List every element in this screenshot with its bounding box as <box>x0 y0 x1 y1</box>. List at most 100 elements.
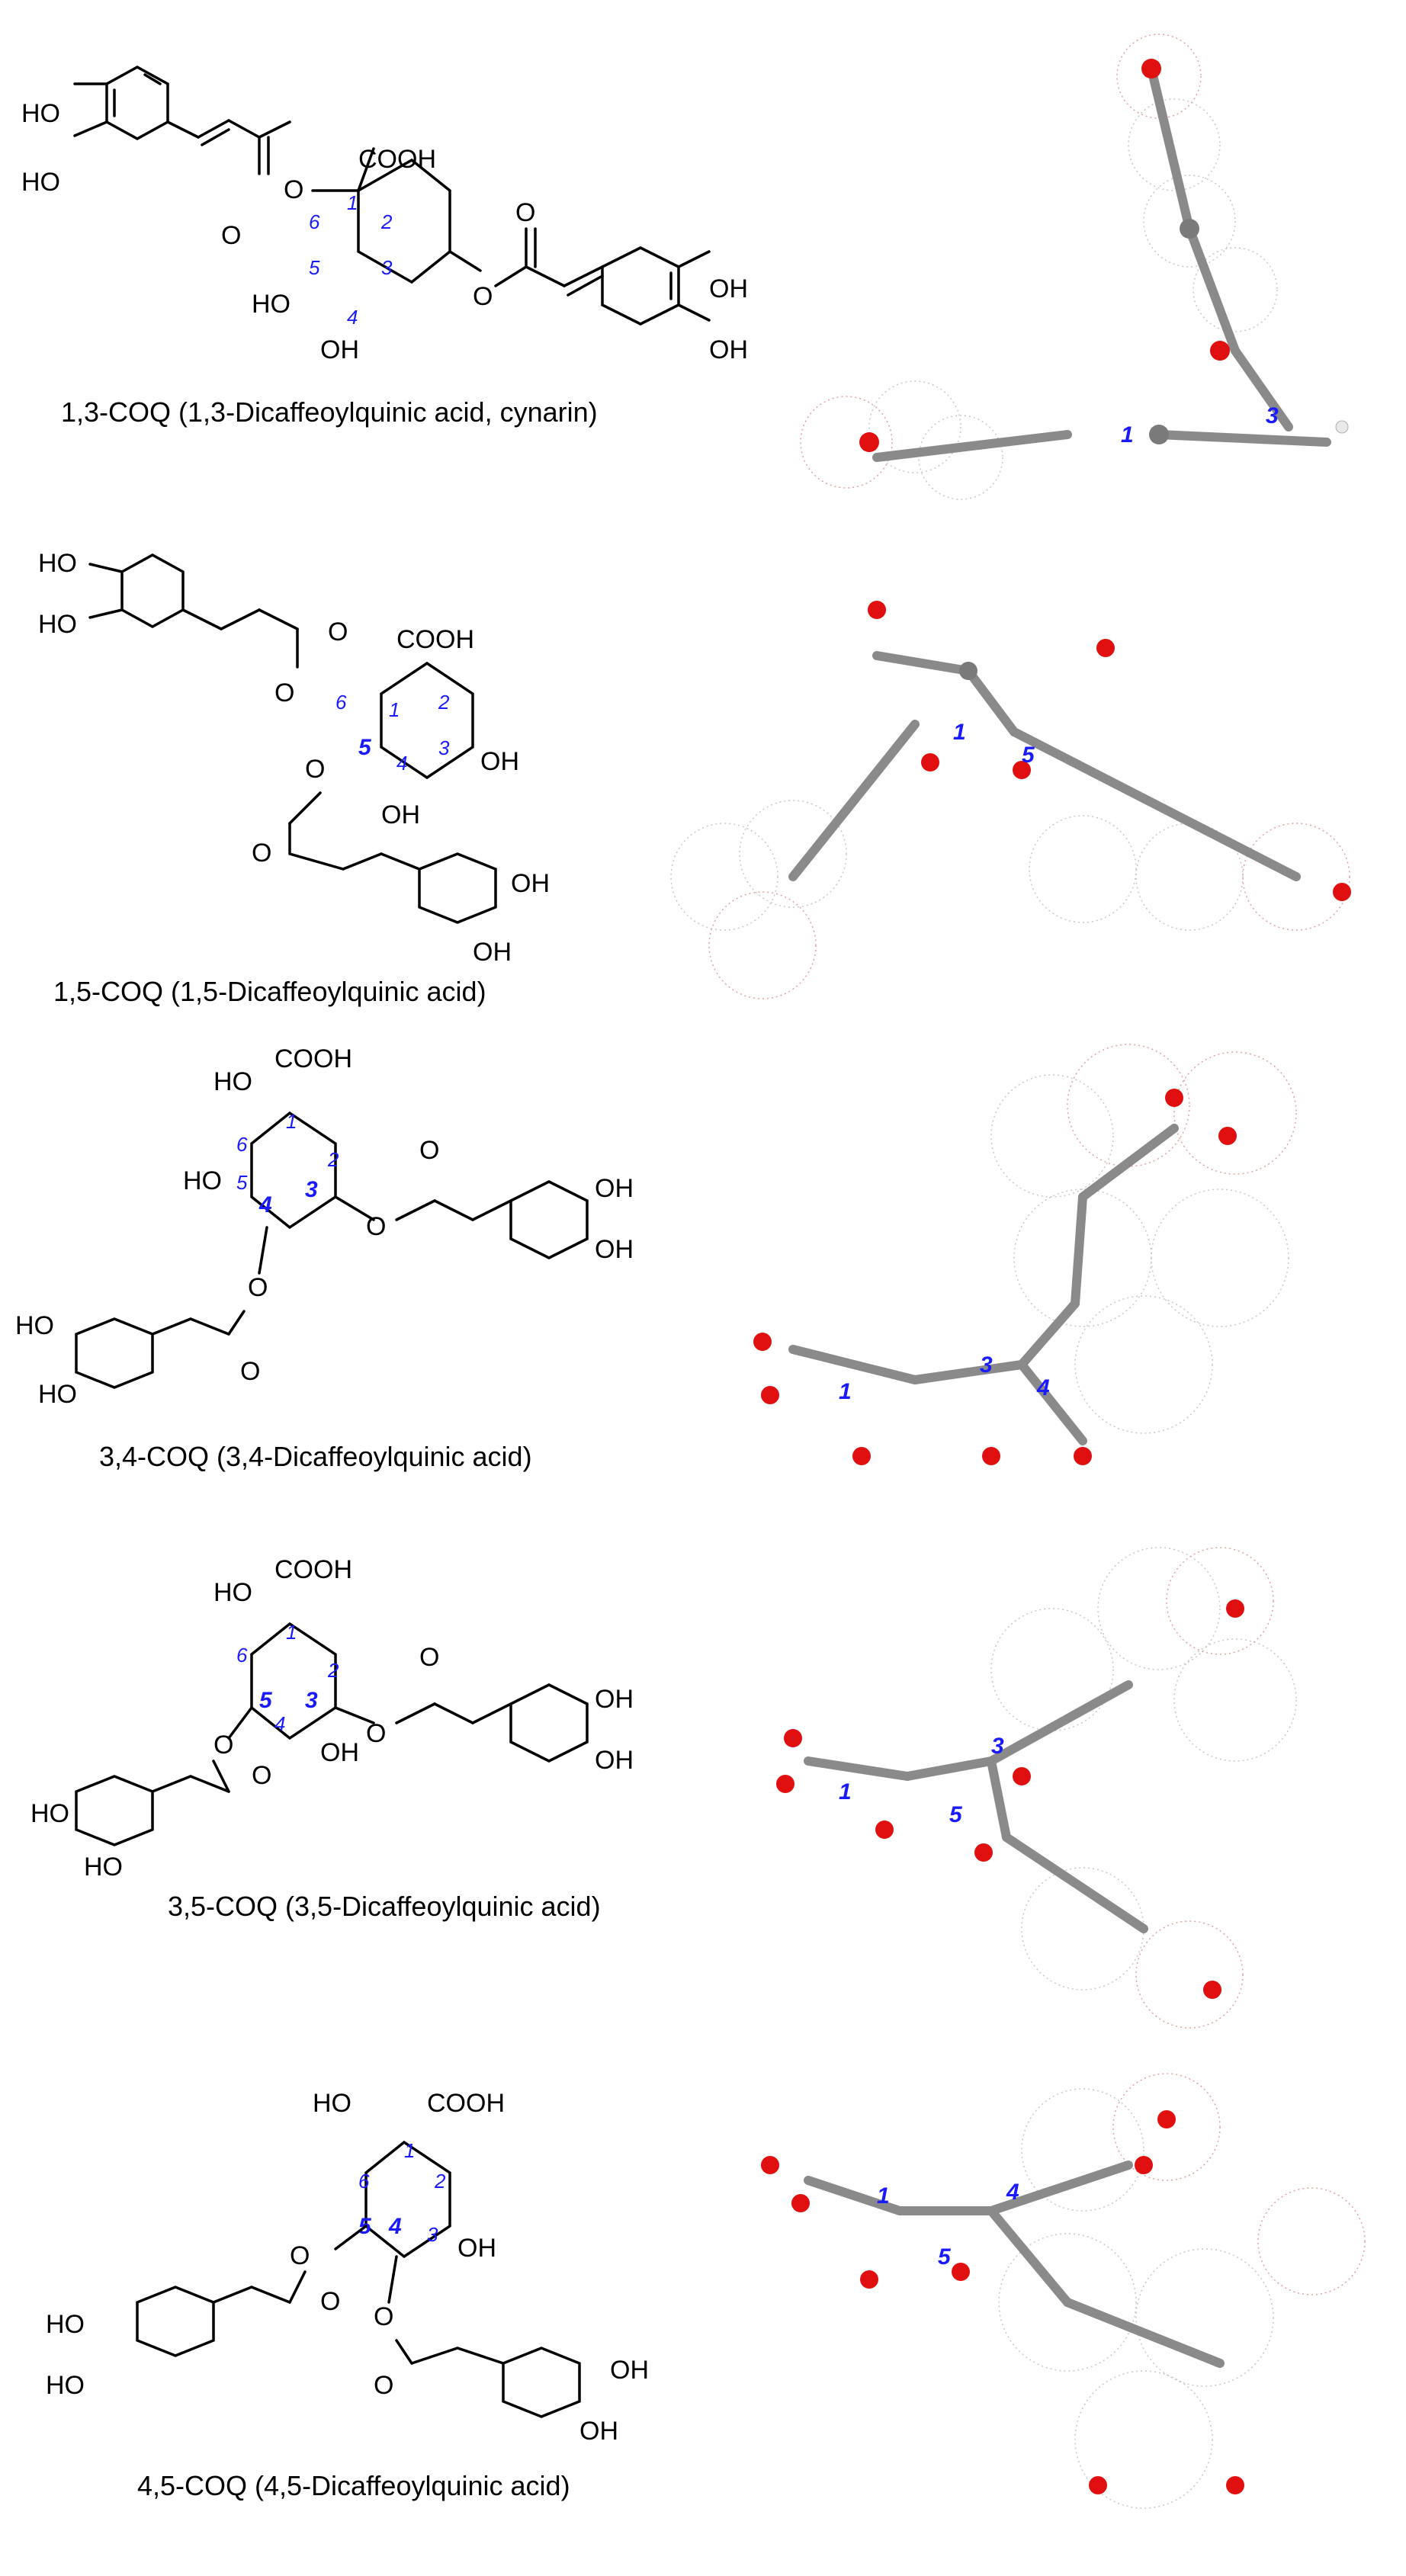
atom-oh: OH <box>511 869 550 898</box>
atom-o: O <box>284 175 303 204</box>
atom-cooh: COOH <box>358 145 436 174</box>
atom-cooh: COOH <box>427 2089 505 2118</box>
ring-number: 3 <box>305 1688 318 1713</box>
atom-cooh: COOH <box>274 1555 352 1584</box>
ring-number: 3 <box>305 1177 318 1202</box>
panel-3-4-coq: HO COOH HO 1 2 3 4 5 6 O O OH OH O O HO … <box>0 1029 1406 1532</box>
structure-caption: 3,5-COQ (3,5-Dicaffeoylquinic acid) <box>168 1891 601 1922</box>
panel-1-5-coq: HO HO O O COOH OH OH O 1 2 3 4 5 6 O OH … <box>0 518 1406 1022</box>
atom-o: O <box>473 282 493 311</box>
atom-ho: HO <box>21 99 60 128</box>
atom-oh: OH <box>595 1174 634 1203</box>
atom-ho: HO <box>213 1578 252 1607</box>
ring-number: 2 <box>438 691 450 714</box>
atom-ho: HO <box>213 1067 252 1096</box>
atom-ho: HO <box>46 2371 85 2400</box>
atom-oh: OH <box>320 1738 359 1767</box>
atom-ho: HO <box>313 2089 352 2118</box>
atom-ho: HO <box>15 1311 54 1340</box>
atom-o: O <box>290 2241 310 2270</box>
panel-4-5-coq: HO COOH 1 2 3 4 5 6 OH O O HO HO O O OH … <box>0 2058 1406 2562</box>
structure-1-3-coq: HO HO O O COOH HO OH 1 2 3 4 5 6 O O <box>21 66 748 364</box>
atom-o: O <box>328 618 348 646</box>
ring-number: 6 <box>309 210 320 233</box>
model-label: 1 <box>839 1379 852 1404</box>
model-label: 3 <box>1266 403 1279 428</box>
panel-1-3-coq: HO HO O O COOH HO OH 1 2 3 4 5 6 O O <box>0 0 1406 503</box>
atom-ho: HO <box>38 1380 77 1409</box>
ring-number: 4 <box>347 306 358 329</box>
structure-caption: 4,5-COQ (4,5-Dicaffeoylquinic acid) <box>137 2470 570 2501</box>
ring-number: 3 <box>438 736 450 759</box>
atom-o: O <box>320 2287 340 2316</box>
structure-caption: 3,4-COQ (3,4-Dicaffeoylquinic acid) <box>99 1441 532 1472</box>
ring-number: 3 <box>427 2223 438 2246</box>
ring-number: 4 <box>388 2214 402 2239</box>
model-label: 5 <box>949 1802 963 1827</box>
model-3d-3-4-coq: 3 4 1 <box>753 1044 1297 1465</box>
atom-oh: OH <box>709 335 748 364</box>
atom-cooh: COOH <box>396 625 474 654</box>
atom-ho: HO <box>252 290 291 319</box>
ring-number: 2 <box>327 1659 339 1682</box>
ring-number: 1 <box>404 2139 415 2162</box>
model-3d-1-5-coq: 1 5 <box>670 601 1351 999</box>
structure-caption: 1,5-COQ (1,5-Dicaffeoylquinic acid) <box>53 976 486 1007</box>
atom-oh: OH <box>473 938 512 967</box>
model-label: 1 <box>839 1779 852 1804</box>
ring-number: 5 <box>309 256 320 279</box>
atom-ho: HO <box>21 168 60 197</box>
ring-number: 2 <box>380 210 393 233</box>
atom-oh: OH <box>595 1746 634 1775</box>
ring-number: 5 <box>358 735 372 760</box>
ring-number: 1 <box>286 1110 297 1133</box>
atom-ho: HO <box>84 1853 123 1881</box>
atom-o: O <box>274 678 294 707</box>
atom-ho: HO <box>38 610 77 639</box>
atom-oh: OH <box>480 747 519 776</box>
ring-number: 6 <box>335 691 347 714</box>
atom-cooh: COOH <box>274 1044 352 1073</box>
atom-oh: OH <box>595 1235 634 1264</box>
atom-ho: HO <box>46 2310 85 2339</box>
ring-number: 3 <box>381 256 393 279</box>
atom-o: O <box>213 1731 233 1760</box>
panel-3-5-coq: HO COOH 1 2 3 4 5 6 OH O O OH OH O O HO … <box>0 1532 1406 2035</box>
atom-oh: OH <box>320 335 359 364</box>
model-label: 3 <box>980 1352 993 1378</box>
ring-number: 1 <box>389 698 400 721</box>
ring-number: 5 <box>236 1171 248 1194</box>
structure-3-5-coq: HO COOH 1 2 3 4 5 6 OH O O OH OH O O HO … <box>30 1555 634 1881</box>
atom-oh: OH <box>457 2234 496 2263</box>
atom-ho: HO <box>38 549 77 578</box>
structure-caption: 1,3-COQ (1,3-Dicaffeoylquinic acid, cyna… <box>61 396 598 428</box>
model-3d-4-5-coq: 1 4 5 <box>761 2073 1366 2509</box>
atom-o: O <box>515 198 535 227</box>
ring-number: 4 <box>258 1192 272 1217</box>
ring-number: 4 <box>274 1712 285 1735</box>
ring-number: 6 <box>358 2170 370 2193</box>
ring-number: 2 <box>327 1148 339 1171</box>
structure-4-5-coq: HO COOH 1 2 3 4 5 6 OH O O HO HO O O OH … <box>46 2089 649 2446</box>
atom-o: O <box>366 1719 386 1748</box>
atom-o: O <box>419 1643 439 1672</box>
atom-o: O <box>374 2302 393 2331</box>
atom-ho: HO <box>30 1799 69 1828</box>
model-label: 5 <box>1022 743 1035 768</box>
model-label: 1 <box>877 2183 890 2209</box>
model-3d-3-5-coq: 3 1 5 <box>776 1547 1297 2029</box>
model-label: 3 <box>991 1734 1004 1759</box>
atom-oh: OH <box>381 800 420 829</box>
atom-o: O <box>419 1136 439 1165</box>
model-label: 1 <box>953 720 966 745</box>
atom-o: O <box>252 839 271 868</box>
atom-o: O <box>305 755 325 784</box>
ring-number: 6 <box>236 1133 248 1156</box>
ring-number: 4 <box>396 752 407 775</box>
model-label: 5 <box>938 2244 952 2270</box>
ring-number: 1 <box>286 1621 297 1644</box>
ring-number: 1 <box>347 191 358 214</box>
atom-oh: OH <box>595 1685 634 1714</box>
atom-o: O <box>366 1212 386 1241</box>
atom-o: O <box>240 1357 260 1386</box>
